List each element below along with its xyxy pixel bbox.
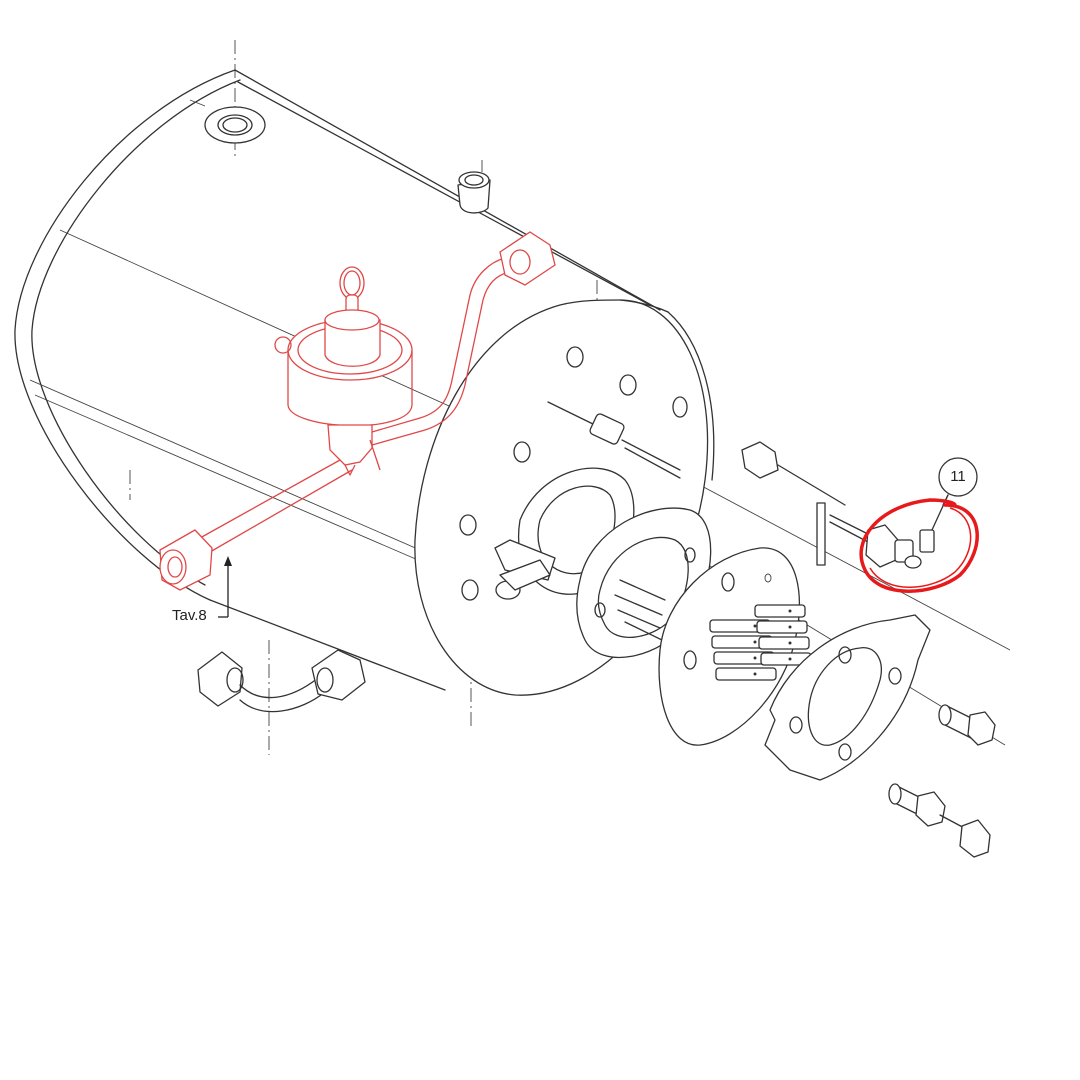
reference-label-tav8: Tav.8	[172, 607, 207, 624]
level-probe-valve	[274, 266, 413, 476]
tav8-leader	[218, 556, 232, 618]
retaining-plate	[764, 614, 931, 781]
red-annotation-circle	[859, 498, 979, 593]
top-port	[204, 106, 266, 144]
bolt-2	[888, 783, 946, 827]
callout-label-11: 11	[950, 468, 966, 485]
callout-11	[938, 457, 978, 506]
outlet-pipe	[159, 231, 556, 591]
bolts	[888, 704, 996, 858]
tank-body	[14, 69, 661, 691]
probe-sensor-11	[829, 494, 949, 569]
bent-hose	[197, 649, 366, 713]
probe-nut	[741, 441, 846, 566]
terminal-block	[709, 604, 812, 681]
bolt-1	[938, 704, 996, 746]
rod	[816, 502, 826, 566]
heating-element-flange	[658, 547, 812, 746]
bolt-3	[939, 814, 991, 858]
pipe-nipple	[457, 160, 491, 214]
